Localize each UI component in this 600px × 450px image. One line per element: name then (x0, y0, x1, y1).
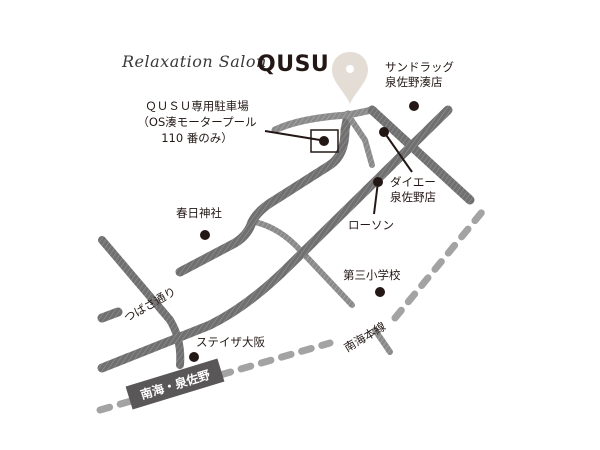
sundrug-label: サンドラッグ 泉佐野湊店 (385, 60, 454, 89)
brand-title: QUSU (257, 52, 330, 77)
kasuga-shrine-label: 春日神社 (176, 206, 222, 220)
title-script: Relaxation Salon (122, 52, 267, 71)
parking-label: ＱＵＳＵ専用駐車場 （OS湊モータープール 110 番のみ） (122, 98, 272, 146)
daiei-label: ダイエー 泉佐野店 (390, 175, 436, 204)
lawson-label: ローソン (348, 218, 394, 232)
map-pin-icon[interactable] (332, 52, 368, 104)
daisan-school-dot[interactable] (375, 287, 385, 297)
road-top-loop (271, 106, 376, 134)
parking-label-line2: （OS湊モータープール (137, 115, 257, 129)
daiei-leader-line (383, 131, 413, 173)
parking-label-line3: 110 番のみ） (161, 131, 233, 145)
parking-box (310, 129, 339, 153)
road-right-diagonal (367, 105, 475, 205)
kasuga-shrine-dot[interactable] (200, 230, 210, 240)
parking-label-line1: ＱＵＳＵ専用駐車場 (145, 99, 249, 113)
lawson-leader-line (373, 181, 379, 215)
sundrug-dot[interactable] (409, 101, 419, 111)
road-tsubasa-dori (97, 110, 353, 323)
road-main-diagonal (97, 105, 453, 373)
stayza-dot[interactable] (189, 352, 199, 362)
road-short-branch (347, 115, 375, 168)
daisan-school-label: 第三小学校 (343, 268, 401, 282)
stayza-label: ステイザ大阪 (196, 335, 265, 349)
parking-dot[interactable] (319, 136, 329, 146)
